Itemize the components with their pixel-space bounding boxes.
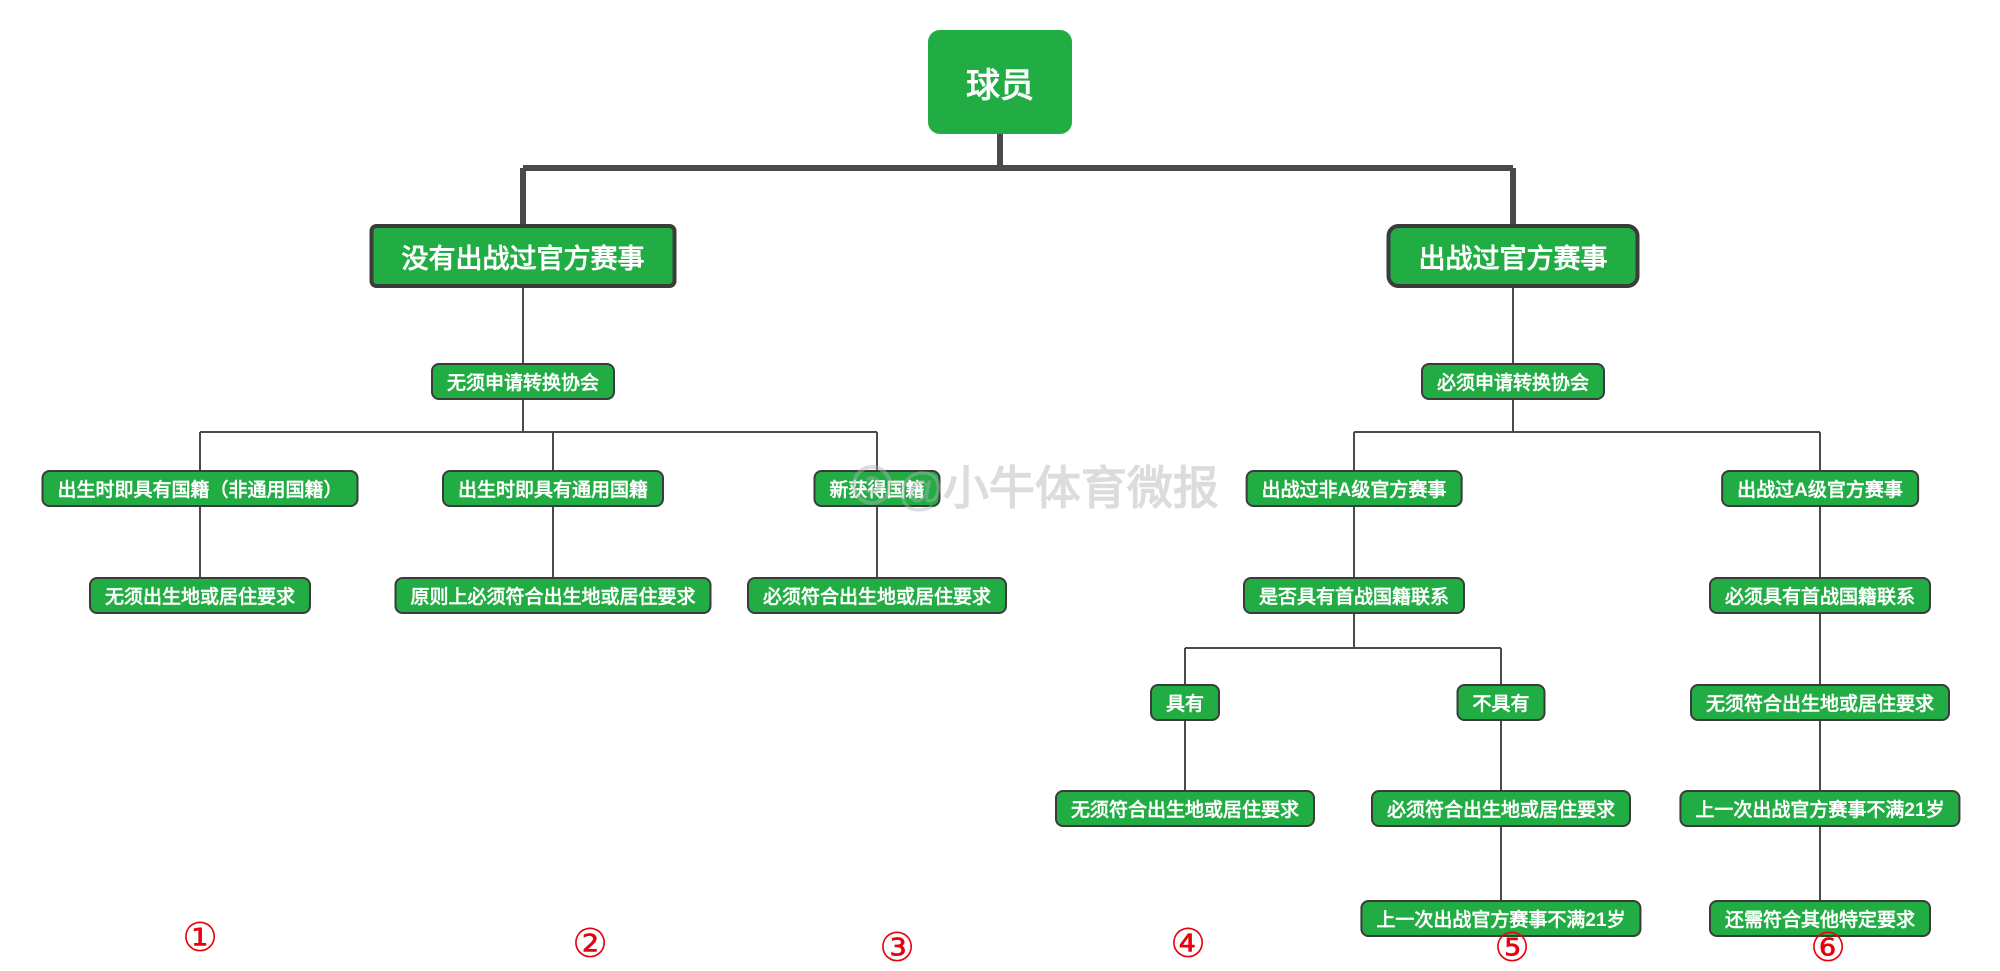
node-no-switch-needed: 无须申请转换协会 xyxy=(430,363,616,400)
node-a-level-matches: 出战过A级官方赛事 xyxy=(1721,470,1919,507)
node-no-birth-residence-requirement: 无须出生地或居住要求 xyxy=(88,577,312,614)
node-must-switch: 必须申请转换协会 xyxy=(1420,363,1606,400)
node-birth-non-universal-nationality: 出生时即具有国籍（非通用国籍） xyxy=(41,470,359,507)
node-must-birth-residence-requirement: 必须符合出生地或居住要求 xyxy=(746,577,1008,614)
node-has-link: 具有 xyxy=(1149,684,1221,721)
node-has-no-link: 不具有 xyxy=(1456,684,1546,721)
node-birth-universal-nationality: 出生时即具有通用国籍 xyxy=(441,470,665,507)
node-no-official-matches: 没有出战过官方赛事 xyxy=(369,224,677,288)
footnote-number-4: ④ xyxy=(1170,922,1206,966)
node-first-match-nationality-link-question: 是否具有首战国籍联系 xyxy=(1242,577,1466,614)
node-must-have-first-match-link: 必须具有首战国籍联系 xyxy=(1708,577,1932,614)
footnote-number-5: ⑤ xyxy=(1494,926,1530,970)
footnote-number-3: ③ xyxy=(879,926,915,970)
footnote-number-1: ① xyxy=(182,916,218,960)
node-played-official-matches: 出战过官方赛事 xyxy=(1386,224,1640,288)
node-b-no-meet-birth-residence: 无须符合出生地或居住要求 xyxy=(1689,684,1951,721)
node-principle-birth-residence-requirement: 原则上必须符合出生地或居住要求 xyxy=(394,577,712,614)
node-player: 球员 xyxy=(928,30,1072,134)
node-new-nationality: 新获得国籍 xyxy=(813,470,941,507)
node-other-specific-requirements: 还需符合其他特定要求 xyxy=(1708,900,1932,937)
node-hasnot-must-meet-birth-residence: 必须符合出生地或居住要求 xyxy=(1370,790,1632,827)
node-b-last-match-under-21: 上一次出战官方赛事不满21岁 xyxy=(1679,790,1961,827)
footnote-number-2: ② xyxy=(572,922,608,966)
branch-connectors xyxy=(199,288,1821,900)
footnote-number-6: ⑥ xyxy=(1810,926,1846,970)
trunk-connector xyxy=(520,134,1516,228)
node-hasnot-last-match-under-21: 上一次出战官方赛事不满21岁 xyxy=(1360,900,1642,937)
node-non-a-level-matches: 出战过非A级官方赛事 xyxy=(1245,470,1463,507)
node-has-no-meet-birth-residence: 无须符合出生地或居住要求 xyxy=(1054,790,1316,827)
